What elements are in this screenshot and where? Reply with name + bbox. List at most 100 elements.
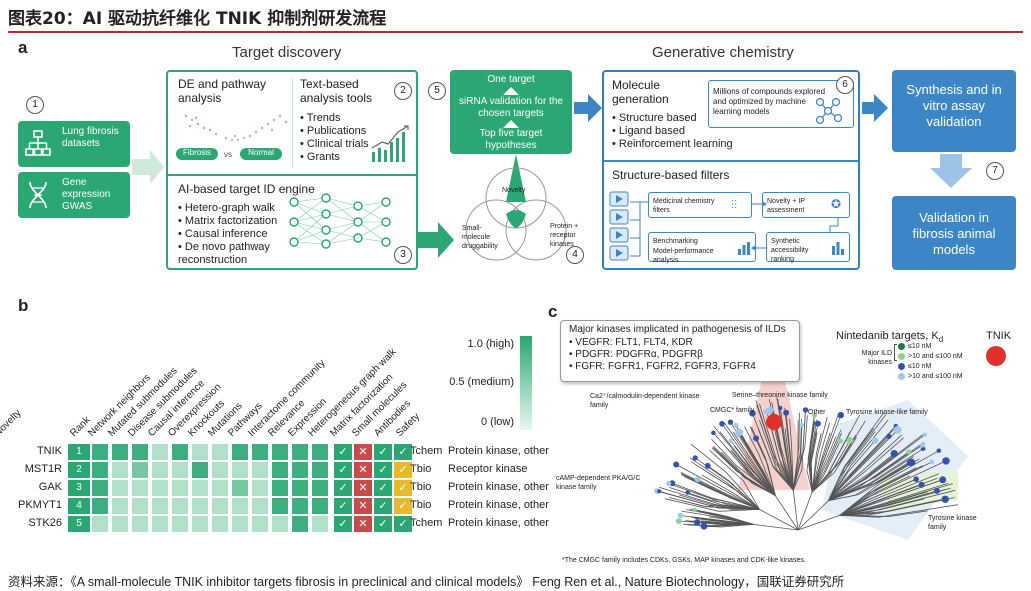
synthetic-label: Synthetic accessibility ranking [771, 238, 809, 263]
heatmap-cell [132, 498, 148, 514]
tree-branch [811, 440, 841, 493]
tree-branch [678, 520, 754, 525]
kinase-dot [685, 490, 690, 495]
tree-branch [709, 516, 754, 525]
synthesis-label: Synthesis and in vitro assay validation [906, 82, 1002, 129]
tree-trunk [759, 509, 799, 531]
tree-branch [689, 457, 760, 510]
development-level: Tbio [410, 481, 432, 493]
pipeline-connectors [630, 201, 839, 257]
rank-cell: 2 [68, 462, 90, 478]
cross-mark: ✕ [354, 462, 372, 478]
tree-branch [744, 426, 776, 496]
up-triangle-icon [503, 120, 519, 128]
kinase-dot [700, 522, 708, 530]
warn-mark: ✓ [394, 498, 412, 514]
heatmap-cell [292, 480, 308, 496]
protein-family: Receptor kinase [448, 463, 528, 475]
kinase-dot [749, 410, 756, 417]
warn-mark: ✓ [394, 462, 412, 478]
tree-branch [828, 411, 885, 501]
development-level: Tbio [410, 463, 432, 475]
section-divider [604, 160, 858, 162]
heatmap-cell [312, 444, 328, 460]
funnel-icons [609, 191, 629, 261]
bar-trend-icon [371, 125, 409, 162]
list-item: FGFR: FGFR1, FGFR2, FGFR3, FGFR4 [569, 361, 756, 373]
heatmap-cell [172, 498, 188, 514]
tree-branch [756, 404, 794, 491]
kinase-dot [735, 428, 743, 437]
kinase-dot [766, 406, 774, 414]
major-kinases-list: VEGFR: FLT1, FLT4, KDR PDGFR: PDGFRα, PD… [569, 337, 756, 373]
row-target-name: TNIK [36, 445, 62, 457]
heatmap-cell [112, 480, 128, 496]
de-pathway-title: DE and pathway analysis [178, 77, 267, 105]
kinase-dot [694, 476, 701, 483]
heatmap-cell [172, 480, 188, 496]
development-level: Tbio [410, 499, 432, 511]
cross-mark: ✕ [354, 516, 372, 532]
kinome-footnote: *The CMGC family includes CDKs, GSKs, MA… [562, 557, 806, 564]
kd-subscript: d [938, 335, 944, 345]
kinase-dot [719, 421, 725, 427]
legend-high: 1.0 (high) [467, 338, 514, 350]
kinase-family-label: Other [808, 409, 826, 416]
tree-branch [811, 422, 830, 493]
tree-branch [719, 453, 776, 496]
list-item: PDGFR: PDGFRα, PDGFRβ [569, 349, 756, 361]
legend-dot [898, 363, 905, 370]
legend-label: >10 and ≤100 nM [908, 373, 963, 380]
tree-branch [792, 408, 806, 491]
kinase-dot [837, 411, 844, 419]
heatmap-cell [112, 516, 128, 532]
heatmap-cell [92, 444, 108, 460]
check-mark: ✓ [334, 444, 352, 460]
kinase-dot [871, 437, 879, 444]
tree-trunk [797, 491, 813, 531]
venn-druggability-label: Small-molecule druggability [462, 225, 498, 250]
heatmap-cell [312, 462, 328, 478]
tree-branch [828, 441, 925, 501]
heatmap-cell [132, 480, 148, 496]
gene-expression-box: Gene expression GWAS [18, 172, 130, 218]
tree-branch [811, 432, 842, 493]
venn-kinases-label: Protein + receptor kinases [550, 223, 579, 248]
neural-network-icon [289, 193, 391, 249]
millions-text: Millions of compounds explored and optim… [713, 87, 826, 116]
validation-label: Validation in fibrosis animal models [912, 210, 996, 257]
title-rule [8, 31, 1023, 33]
rank-cell: 3 [68, 480, 90, 496]
kinase-dot [692, 455, 698, 461]
tree-branch [809, 415, 815, 493]
tree-trunk [774, 495, 799, 531]
tree-branch [776, 396, 794, 491]
tree-branch [687, 492, 760, 510]
generative-chemistry-heading: Generative chemistry [652, 44, 794, 61]
heatmap-cell [232, 516, 248, 532]
gene-expression-label: Gene expression GWAS [62, 177, 111, 212]
tree-branch [839, 467, 917, 516]
heatmap-cell [292, 444, 308, 460]
legend-label: >10 and ≤100 nM [908, 353, 963, 360]
tree-branch [839, 473, 939, 516]
list-item: Hetero-graph walk [178, 202, 298, 215]
kinase-family-label: Ca2⁺/calmodulin-dependent kinase family [590, 393, 700, 409]
list-item: VEGFR: FLT1, FLT4, KDR [569, 337, 756, 349]
tree-branch [811, 436, 837, 493]
text-based-title: Text-based analysis tools [300, 77, 373, 105]
tree-branch [828, 414, 887, 501]
tree-branch [676, 464, 760, 510]
kinase-dot [812, 412, 818, 418]
tree-branch [811, 432, 831, 493]
heatmap-cell [172, 462, 188, 478]
kinase-dot [733, 422, 739, 428]
filters-title: Structure-based filters [612, 168, 730, 182]
legend-medium: 0.5 (medium) [449, 376, 514, 388]
heatmap-cell [132, 444, 148, 460]
heatmap-cell [312, 480, 328, 496]
tree-branch [811, 440, 851, 493]
millions-box: Millions of compounds explored and optim… [708, 80, 854, 128]
heatmap-cell [112, 444, 128, 460]
tree-branch [755, 438, 776, 496]
